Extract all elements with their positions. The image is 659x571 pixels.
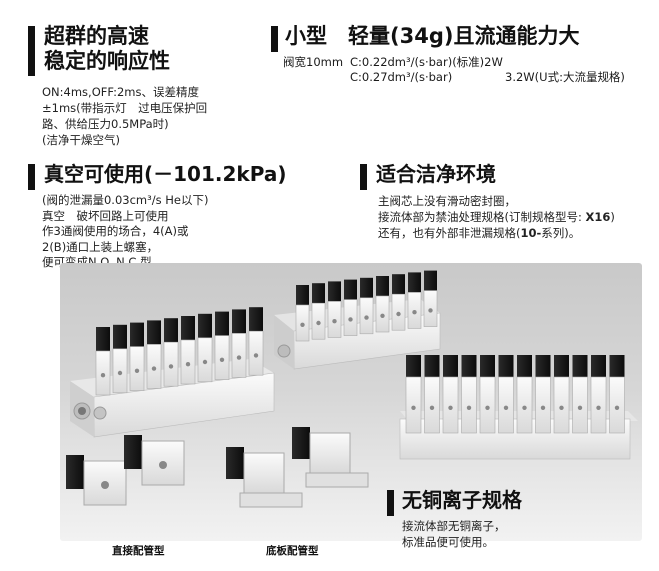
heading-bar [28, 164, 35, 190]
valve-station [572, 355, 588, 434]
valve-station [553, 355, 570, 434]
response-line-1: ON:4ms,OFF:2ms、误差精度 [42, 85, 199, 99]
valve-station [535, 355, 551, 434]
valve-station [391, 274, 406, 331]
caption-direct-piping: 直接配管型 [112, 545, 165, 557]
caption-base-piping: 底板配管型 [266, 545, 319, 557]
heading-bar [271, 26, 278, 52]
clean-line-3c: 系列)。 [541, 226, 581, 240]
valve-station [359, 277, 374, 335]
compact-spec-1: C:0.22dm³/(s·bar)(标准)2W [350, 55, 503, 69]
valve-station [197, 313, 213, 383]
valve-station [146, 320, 162, 389]
valve-station [479, 355, 496, 434]
feature-vacuum: 真空可使用(－101.2kPa) (阀的泄漏量0.03cm³/s He以下) 真… [28, 162, 286, 271]
valve-station [590, 355, 607, 434]
feature-compact: 小型 轻量(34g)且流通能力大 阀宽10mm C:0.22dm³/(s·bar… [271, 24, 625, 87]
valve-station [129, 322, 145, 391]
valve-station [609, 355, 625, 434]
manifold-middle [274, 270, 441, 370]
valve-station [112, 324, 128, 394]
clean-line-3a: 还有，也有外部非泄漏规格( [378, 226, 521, 240]
feature-compact-title: 小型 轻量(34g)且流通能力大 [285, 24, 580, 48]
valve-station [461, 355, 477, 434]
single-valves-direct [66, 435, 185, 506]
valve-station [214, 311, 230, 380]
valve-station [375, 276, 390, 333]
clean-series-code: 10- [520, 226, 542, 240]
valve-station [343, 279, 358, 336]
clean-line-1: 主阀芯上没有滑动密封圈， [378, 194, 516, 208]
copper-line-1: 接流体部无铜离子， [402, 519, 506, 533]
response-line-2: ±1ms(带指示灯 过电压保护回 [42, 101, 208, 115]
valve-station [311, 283, 326, 340]
compact-spec-3: 3.2W(U式:大流量规格) [505, 70, 625, 84]
feature-response-title-line2: 稳定的响应性 [44, 49, 170, 73]
feature-vacuum-text: (阀的泄漏量0.03cm³/s He以下) 真空 破坏回路上可使用 作3通阀使用… [42, 193, 286, 271]
valve-station [231, 309, 247, 378]
vacuum-line-2: 真空 破坏回路上可使用 [42, 208, 169, 223]
clean-line-2c: ) [610, 210, 615, 224]
valve-station [95, 327, 111, 396]
response-line-4: (洁净干燥空气) [42, 133, 120, 147]
heading-bar [387, 490, 394, 516]
valve-station [295, 285, 310, 342]
feature-response: 超群的高速 稳定的响应性 ON:4ms,OFF:2ms、误差精度 ±1ms(带指… [28, 24, 207, 148]
clean-model-code: X16 [585, 210, 611, 224]
feature-response-text: ON:4ms,OFF:2ms、误差精度 ±1ms(带指示灯 过电压保护回 路、供… [42, 84, 207, 148]
feature-vacuum-title: 真空可使用(－101.2kPa) [44, 162, 287, 186]
response-line-3: 路、供给压力0.5MPa时) [42, 117, 169, 131]
compact-spec: 阀宽10mm C:0.22dm³/(s·bar)(标准)2W C:0.27dm³… [283, 55, 625, 87]
valve-station [407, 272, 422, 329]
heading-bar [28, 26, 35, 76]
heading-bar [360, 164, 367, 190]
vacuum-line-1: (阀的泄漏量0.03cm³/s He以下) [42, 193, 209, 207]
valve-station [248, 307, 264, 376]
valve-illustration [66, 270, 638, 508]
vacuum-line-3: 作3通阀使用的场合，4(A)或 [42, 224, 189, 238]
valve-station [498, 355, 514, 434]
valve-station [423, 270, 438, 327]
single-valves-base [226, 427, 369, 508]
valve-station [442, 355, 459, 434]
product-photo [60, 263, 642, 541]
clean-line-2a: 接流体部为禁油处理规格(订制规格型号: [378, 210, 586, 224]
valve-station [180, 316, 196, 385]
feature-copper-free-text: 接流体部无铜离子， 标准品便可使用。 [402, 518, 522, 550]
manifold-left [70, 307, 275, 438]
valve-station [327, 281, 342, 338]
valve-station [405, 355, 422, 434]
copper-line-2: 标准品便可使用。 [402, 535, 494, 549]
valve-station [424, 355, 440, 434]
feature-response-title-line1: 超群的高速 [44, 24, 149, 48]
valve-station [163, 318, 179, 387]
feature-copper-free: 无铜离子规格 接流体部无铜离子， 标准品便可使用。 [387, 488, 522, 550]
compact-spec-2: C:0.27dm³/(s·bar) [350, 70, 453, 84]
valve-station [516, 355, 533, 434]
vacuum-line-4: 2(B)通口上装上螺塞， [42, 239, 159, 254]
feature-clean: 适合洁净环境 主阀芯上没有滑动密封圈， 接流体部为禁油处理规格(订制规格型号: … [360, 162, 615, 241]
feature-copper-free-title: 无铜离子规格 [402, 488, 522, 512]
manifold-right [399, 355, 638, 460]
compact-width-label: 阀宽10mm [283, 55, 344, 69]
feature-clean-title: 适合洁净环境 [376, 162, 496, 186]
feature-clean-text: 主阀芯上没有滑动密封圈， 接流体部为禁油处理规格(订制规格型号: X16) 还有… [378, 193, 615, 241]
